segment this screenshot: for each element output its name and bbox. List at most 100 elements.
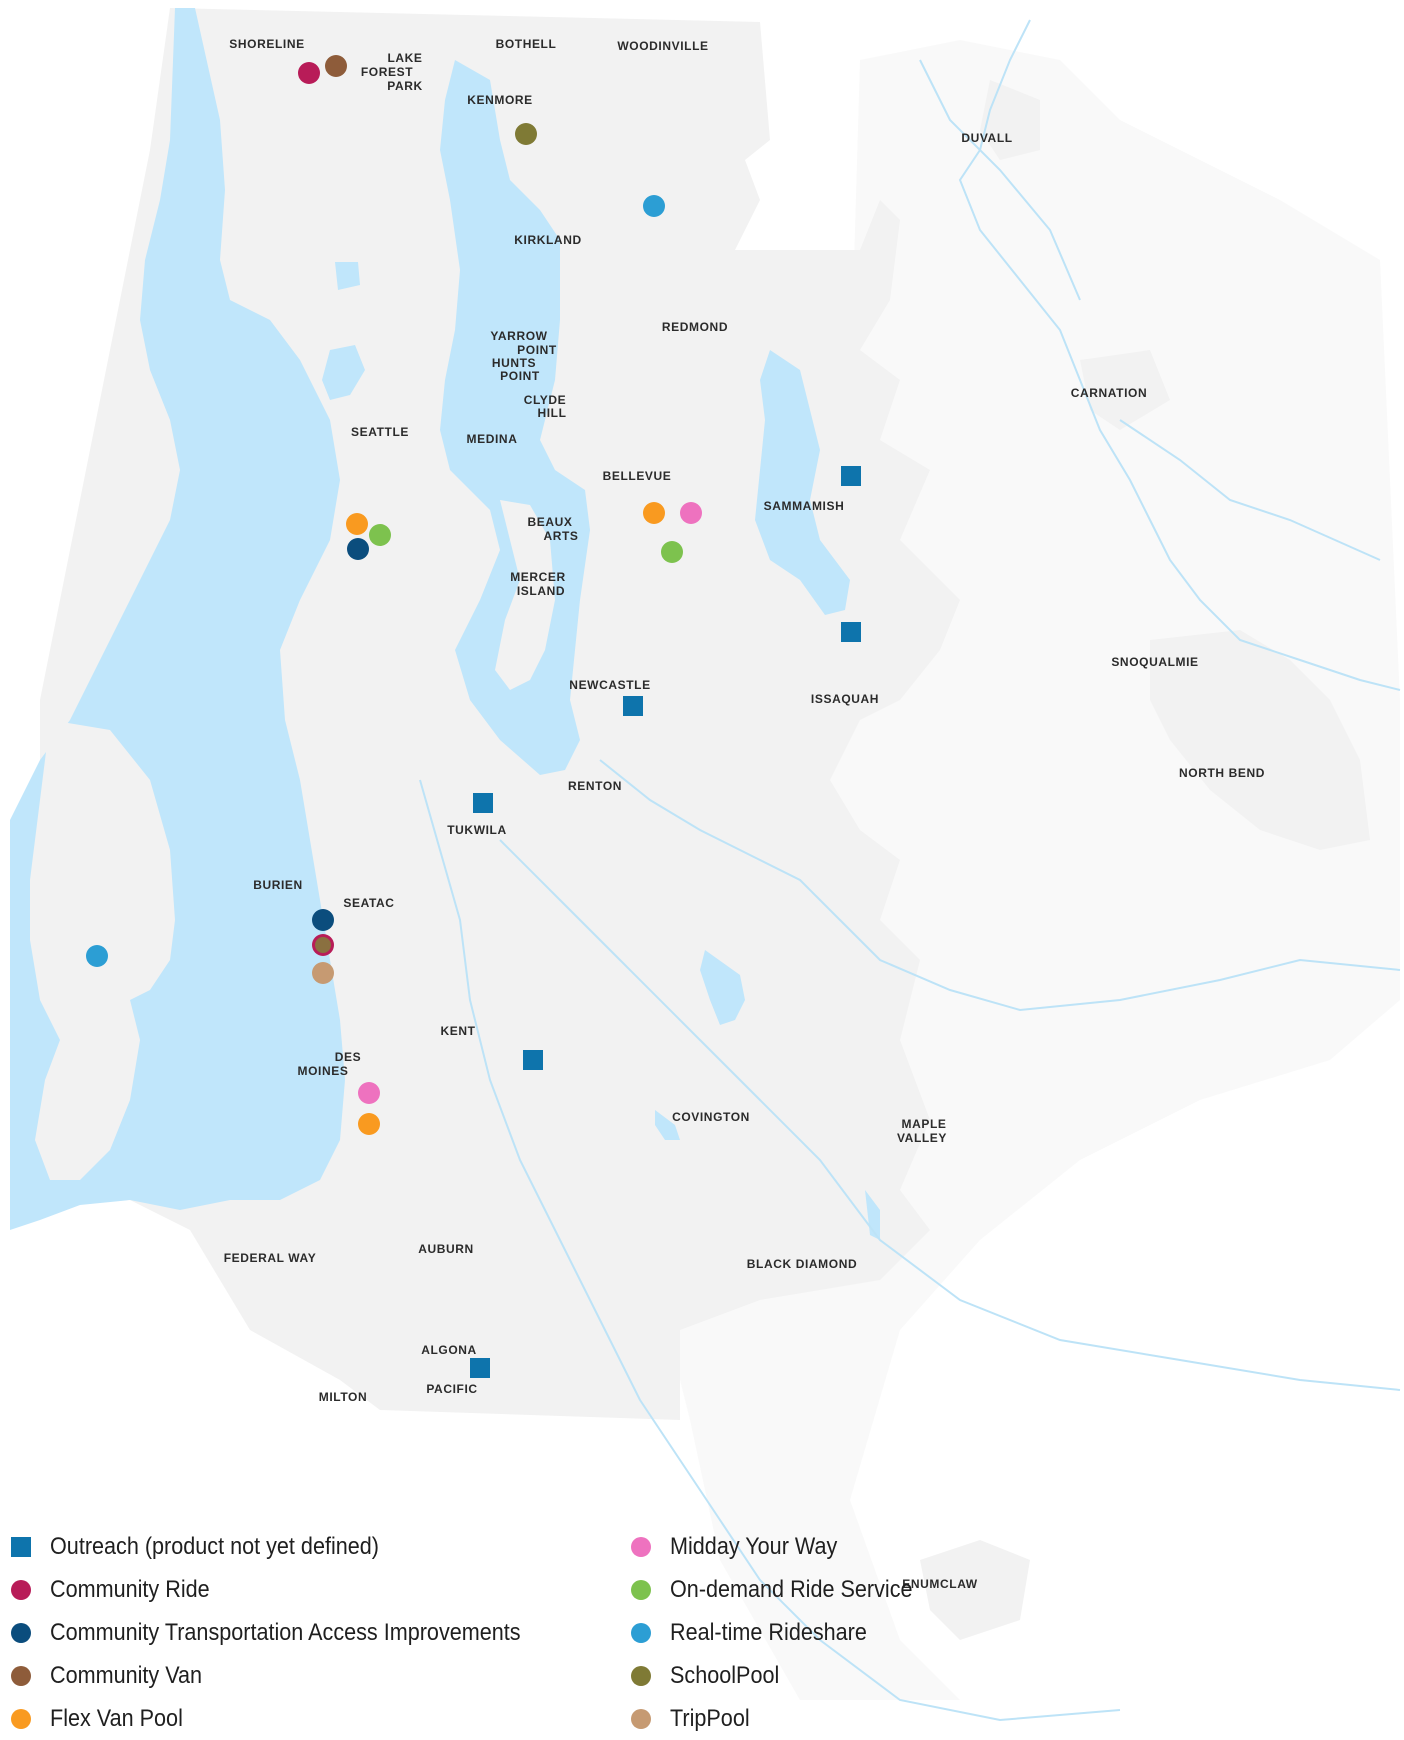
community-van-marker[interactable] [315, 937, 331, 953]
city-label: VALLEY [897, 1131, 947, 1145]
legend-item-community-van: Community Van [11, 1654, 573, 1697]
on-demand-ride-marker[interactable] [661, 541, 683, 563]
city-label: HILL [537, 406, 566, 420]
city-label: COVINGTON [672, 1110, 750, 1124]
city-label: YARROW [490, 329, 547, 343]
city-label: DUVALL [961, 131, 1012, 145]
city-labels: SHORELINE LAKE FOREST PARK BOTHELL WOODI… [224, 37, 1265, 1591]
city-label: AUBURN [418, 1242, 474, 1256]
city-label: FEDERAL WAY [224, 1251, 317, 1265]
map-legend: Outreach (product not yet defined) Commu… [0, 1525, 1404, 1737]
legend-item-community-ride: Community Ride [11, 1568, 573, 1611]
city-label: KIRKLAND [514, 233, 581, 247]
city-label: REDMOND [662, 320, 728, 334]
midday-your-way-marker[interactable] [680, 502, 702, 524]
circle-icon [631, 1622, 651, 1643]
community-access-marker[interactable] [347, 538, 369, 560]
city-label: SEATTLE [351, 425, 409, 439]
outreach-marker[interactable] [523, 1050, 543, 1070]
legend-label: Community Ride [50, 1575, 210, 1603]
legend-item-schoolpool: SchoolPool [631, 1654, 939, 1697]
city-label: BOTHELL [496, 37, 557, 51]
circle-icon [11, 1665, 31, 1686]
city-label: MILTON [319, 1390, 367, 1404]
legend-label: On-demand Ride Service [670, 1575, 913, 1603]
city-label: MERCER [510, 570, 566, 584]
city-label: POINT [500, 369, 540, 383]
circle-icon [11, 1579, 31, 1600]
city-label: BLACK DIAMOND [747, 1257, 857, 1271]
legend-column-left: Outreach (product not yet defined) Commu… [11, 1525, 573, 1740]
flex-van-pool-marker[interactable] [346, 513, 368, 535]
city-label: FOREST [361, 65, 413, 79]
city-label: KENT [440, 1024, 475, 1038]
rivers [419, 19, 1401, 1722]
city-label: SAMMAMISH [764, 499, 845, 513]
circle-icon [631, 1665, 651, 1686]
legend-label: SchoolPool [670, 1661, 780, 1689]
city-label: PACIFIC [426, 1382, 477, 1396]
city-label: ARTS [543, 529, 578, 543]
city-label: BELLEVUE [603, 469, 672, 483]
outreach-marker[interactable] [841, 466, 861, 486]
city-label: WOODINVILLE [617, 39, 708, 53]
city-label: ALGONA [421, 1343, 477, 1357]
schoolpool-marker[interactable] [515, 123, 537, 145]
city-label: SHORELINE [229, 37, 304, 51]
city-label: BEAUX [527, 515, 572, 529]
city-label: SEATAC [343, 896, 394, 910]
city-label: ENUMCLAW [902, 1577, 978, 1591]
city-label: NEWCASTLE [569, 678, 650, 692]
community-van-marker[interactable] [325, 55, 347, 77]
legend-item-real-time-rideshare: Real-time Rideshare [631, 1611, 939, 1654]
legend-label: Flex Van Pool [50, 1704, 183, 1732]
legend-label: Community Van [50, 1661, 203, 1689]
city-label: HUNTS [492, 356, 536, 370]
city-label: CLYDE [524, 393, 567, 407]
city-label: KENMORE [467, 93, 533, 107]
legend-label: Midday Your Way [670, 1532, 838, 1560]
city-label: MAPLE [902, 1117, 947, 1131]
outreach-marker[interactable] [623, 696, 643, 716]
legend-label: Real-time Rideshare [670, 1618, 867, 1646]
city-label: LAKE [387, 51, 422, 65]
outreach-marker[interactable] [841, 622, 861, 642]
real-time-rideshare-marker[interactable] [86, 945, 108, 967]
program-markers [86, 55, 861, 1378]
outreach-marker[interactable] [470, 1358, 490, 1378]
legend-label: Outreach (product not yet defined) [50, 1532, 379, 1560]
city-label: POINT [517, 343, 557, 357]
city-label: RENTON [568, 779, 622, 793]
circle-icon [631, 1536, 651, 1557]
city-label: BURIEN [253, 878, 303, 892]
community-access-marker[interactable] [312, 909, 334, 931]
legend-item-midday-your-way: Midday Your Way [631, 1525, 939, 1568]
circle-icon [631, 1579, 651, 1600]
community-ride-marker[interactable] [298, 62, 320, 84]
flex-van-pool-marker[interactable] [643, 502, 665, 524]
legend-item-flex-van-pool: Flex Van Pool [11, 1697, 573, 1740]
trippool-marker[interactable] [312, 962, 334, 984]
on-demand-ride-marker[interactable] [369, 524, 391, 546]
legend-label: TripPool [670, 1704, 750, 1732]
city-label: PARK [387, 79, 423, 93]
midday-your-way-marker[interactable] [358, 1082, 380, 1104]
outreach-marker[interactable] [473, 793, 493, 813]
legend-item-trippool: TripPool [631, 1697, 939, 1740]
legend-item-on-demand-ride: On-demand Ride Service [631, 1568, 939, 1611]
real-time-rideshare-marker[interactable] [643, 195, 665, 217]
circle-icon [11, 1708, 31, 1729]
city-label: MEDINA [467, 432, 518, 446]
city-label: ISSAQUAH [811, 692, 879, 706]
flex-van-pool-marker[interactable] [358, 1113, 380, 1135]
legend-column-right: Midday Your Way On-demand Ride Service R… [631, 1525, 939, 1740]
city-label: DES [335, 1050, 361, 1064]
circle-icon [11, 1622, 31, 1643]
city-label: TUKWILA [447, 823, 507, 837]
city-label: NORTH BEND [1179, 766, 1265, 780]
legend-label: Community Transportation Access Improvem… [50, 1618, 521, 1646]
square-icon [11, 1536, 31, 1557]
city-label: CARNATION [1071, 386, 1148, 400]
city-label: ISLAND [517, 584, 565, 598]
